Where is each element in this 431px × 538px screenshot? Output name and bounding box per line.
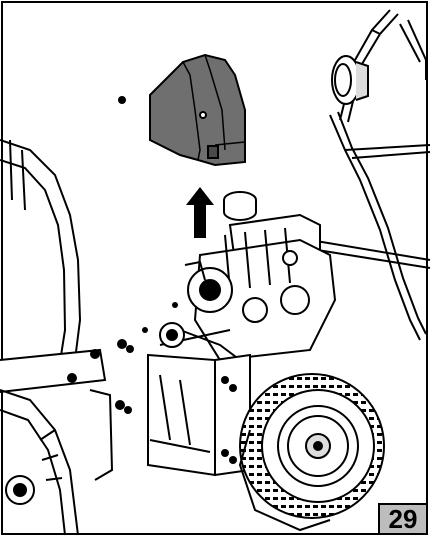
fasteners-icon [115,302,237,464]
auger-housing-icon [0,139,114,536]
up-arrow-icon [186,187,214,238]
headlight-icon [331,55,369,105]
belt-cover-icon [149,53,246,167]
wheel-icon [238,373,385,532]
engine-icon [159,213,337,362]
step-number-badge: 29 [378,503,428,535]
screw-icon [118,96,126,104]
fuel-cap-icon [223,191,257,221]
